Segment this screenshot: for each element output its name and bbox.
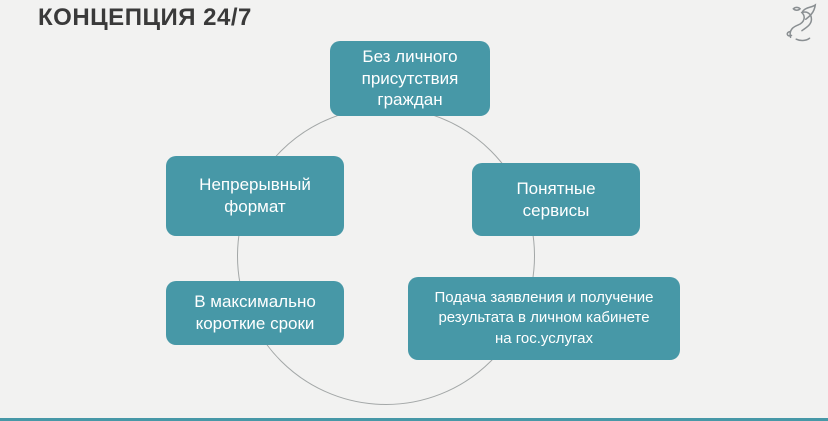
- cycle-circle: [237, 107, 535, 405]
- node-label: Без личного присутствия граждан: [361, 46, 459, 110]
- diagram-node-continuous-format: Непрерывный формат: [166, 156, 344, 236]
- diagram-node-short-terms: В максимально короткие сроки: [166, 281, 344, 345]
- bottom-accent-line: [0, 418, 828, 421]
- node-label: Подача заявления и получение результата …: [434, 289, 654, 347]
- node-label: Понятные сервисы: [516, 178, 596, 220]
- diagram-node-clear-services: Понятные сервисы: [472, 163, 640, 236]
- page-title: КОНЦЕПЦИЯ 24/7: [38, 4, 252, 31]
- diagram-node-no-personal-presence: Без личного присутствия граждан: [330, 41, 490, 116]
- node-label: В максимально короткие сроки: [194, 292, 316, 333]
- kazan-coat-of-arms-icon: [782, 3, 820, 45]
- node-label: Непрерывный формат: [199, 175, 311, 216]
- diagram-node-gosuslugi-cabinet: Подача заявления и получение результата …: [408, 277, 680, 360]
